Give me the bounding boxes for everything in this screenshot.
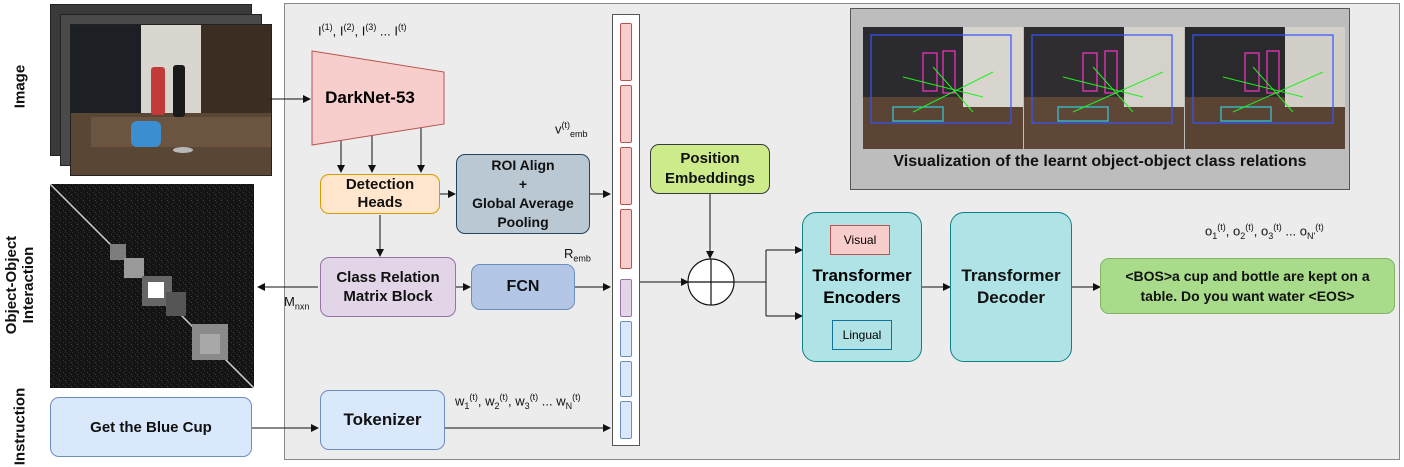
output-token-label: o1(t), o2(t), o3(t) ... oN'(t) [1205,222,1324,241]
visualization-caption: Visualization of the learnt object-objec… [893,153,1307,170]
visual-embedding-segment [620,147,632,205]
m-nxn-label: Mnxn [284,294,310,312]
roi-align-line1: ROI Align [491,157,555,173]
output-line2: table. Do you want water <EOS> [1140,288,1355,304]
detection-heads-block: Detection Heads [320,174,440,214]
decoder-line2: Decoder [976,288,1046,307]
roi-align-line2: + [518,176,528,192]
output-line1: <BOS>a cup and bottle are kept on a [1125,268,1370,284]
visualization-panel: Visualization of the learnt object-objec… [850,8,1350,190]
scene-image-drawing [71,25,271,175]
word-embedding-segment [620,361,632,397]
darknet-label: DarkNet-53 [325,88,415,107]
transformer-encoders-block: Visual Transformer Encoders Lingual [802,212,922,362]
embedding-column [612,14,640,446]
class-relation-heatmap [49,183,255,389]
relation-embedding-segment [620,279,632,317]
image-sequence-label: I(1), I(2), I(3) ... I(t) [318,22,407,39]
roi-align-line4: Pooling [497,214,549,230]
visual-embedding-segment [620,85,632,143]
word-embedding-segment [620,401,632,439]
word-token-label: w1(t), w2(t), w3(t) ... wN(t) [455,392,581,411]
darknet-shape [311,50,445,146]
lingual-sub-box: Lingual [832,320,892,350]
scene-image [70,24,272,176]
decoder-line1: Transformer [961,266,1061,285]
class-relation-block: Class Relation Matrix Block [320,257,456,317]
sum-operator [688,259,734,305]
position-embeddings-block: Position Embeddings [650,144,770,194]
visualization-images [863,27,1345,149]
visual-sub-box: Visual [830,225,890,255]
transformer-decoder-block: Transformer Decoder [950,212,1072,362]
roi-align-line3: Global Average [472,195,574,211]
r-emb-label: Remb [564,246,591,264]
tokenizer-block: Tokenizer [320,390,445,450]
roi-align-block: ROI Align + Global Average Pooling [456,154,590,234]
class-relation-line2: Matrix Block [343,288,433,305]
heatmap-drawing [49,183,255,389]
fcn-block: FCN [471,264,575,310]
output-sentence-box: <BOS>a cup and bottle are kept on a tabl… [1100,258,1395,314]
darknet-53-block: DarkNet-53 [311,50,445,146]
encoders-title: Transformer Encoders [812,266,912,307]
instruction-box: Get the Blue Cup [50,397,252,457]
v-emb-label: v(t)emb [555,120,588,139]
word-embedding-segment [620,321,632,357]
visual-embedding-segment [620,209,632,269]
position-embeddings-line2: Embeddings [664,170,755,187]
class-relation-line1: Class Relation [336,269,440,286]
visual-embedding-segment [620,23,632,81]
position-embeddings-line1: Position [680,150,740,167]
detection-heads-label: Detection Heads [345,176,415,211]
